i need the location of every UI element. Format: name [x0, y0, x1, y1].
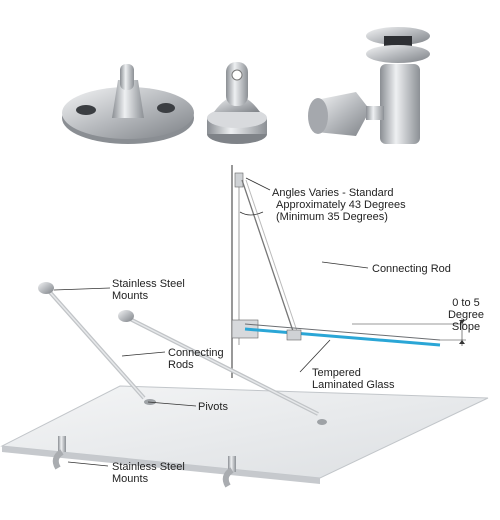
- glass-top: [244, 323, 441, 341]
- label-angle-line1: Angles Varies - Standard: [272, 187, 393, 199]
- label-mounts-bottom-line2: Mounts: [112, 473, 149, 485]
- perspective-canopy: [0, 282, 489, 488]
- label-rods-line2: Rods: [168, 359, 194, 371]
- label-slope-line3: Slope: [452, 321, 480, 333]
- glass-mount-right: [222, 456, 236, 488]
- fitting-wall-spider: [308, 27, 430, 144]
- wall-mount-left: [38, 282, 54, 294]
- label-mounts-bottom-line1: Stainless Steel: [112, 461, 185, 473]
- glass-panel: [0, 385, 489, 479]
- label-mounts-top-line2: Mounts: [112, 290, 149, 302]
- plate-hole-left: [76, 105, 96, 115]
- glass-pivot: [286, 329, 302, 341]
- label-angle-line3: (Minimum 35 Degrees): [276, 211, 388, 223]
- elevation-drawing: [231, 165, 466, 378]
- label-tempered-line2: Laminated Glass: [312, 379, 395, 391]
- glass-edge: [244, 327, 441, 347]
- fitting-clamp: [207, 62, 267, 144]
- label-slope-line2: Degree: [448, 309, 484, 321]
- label-angle-line2: Approximately 43 Degrees: [276, 199, 406, 211]
- label-rods-line1: Connecting: [168, 347, 224, 359]
- label-slope-line1: 0 to 5: [452, 297, 480, 309]
- label-tempered-line1: Tempered: [312, 367, 361, 379]
- fitting-round-plate: [62, 64, 194, 144]
- connecting-rod-line: [241, 179, 296, 338]
- leader-lines: [53, 177, 369, 467]
- label-connecting-rod: Connecting Rod: [372, 263, 451, 275]
- glass-mount-left: [52, 436, 66, 470]
- label-pivots: Pivots: [198, 401, 228, 413]
- label-mounts-top-line1: Stainless Steel: [112, 278, 185, 290]
- pivot-2: [317, 419, 327, 425]
- plate-hole-right: [157, 103, 175, 113]
- top-mount: [234, 172, 244, 188]
- wall-mount-right: [118, 310, 134, 322]
